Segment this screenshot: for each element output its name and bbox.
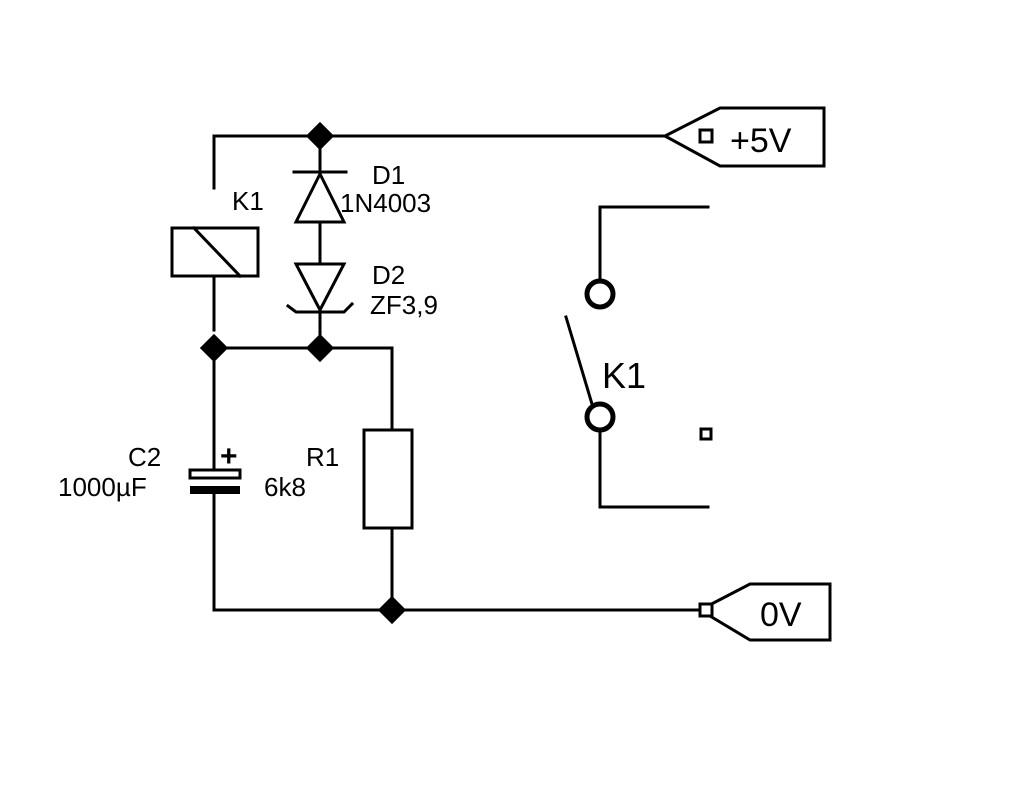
port-vcc: +5V: [661, 106, 826, 168]
resistor-r1-ref: R1: [306, 442, 339, 472]
relay-contact-top-wire: [598, 205, 710, 282]
diode-d1: D1 1N4003: [292, 160, 431, 224]
wire-top-rail: [212, 134, 667, 190]
relay-contact-k1: K1: [564, 205, 713, 509]
capacitor-c2-polarity: +: [220, 440, 238, 473]
port-vcc-label: +5V: [730, 122, 792, 160]
junction-bottom: [377, 595, 407, 625]
relay-contact-switch-arm: [564, 315, 594, 406]
zener-d2-triangle: [293, 262, 347, 314]
wire-cap-bottom: [212, 490, 702, 612]
capacitor-c2-value: 1000µF: [58, 472, 147, 502]
port-vcc-flag: [661, 106, 826, 168]
zener-d2: D2 ZF3,9: [285, 260, 438, 320]
junction-top: [305, 121, 335, 151]
relay-contact-top-terminal: [584, 278, 616, 310]
relay-contact-bottom-wire: [598, 430, 710, 509]
relay-coil-slash: [191, 225, 243, 279]
junction-mid-left: [199, 333, 229, 363]
diode-d1-value: 1N4003: [340, 188, 431, 218]
capacitor-c2: + C2 1000µF: [58, 440, 242, 502]
capacitor-c2-ref: C2: [128, 442, 161, 472]
diode-d1-triangle: [293, 170, 347, 224]
resistor-r1-body: [362, 428, 414, 530]
port-gnd-flag: [696, 582, 832, 642]
port-gnd-label: 0V: [760, 596, 802, 634]
capacitor-c2-plate-bottom: [190, 486, 240, 494]
relay-coil-ref: K1: [232, 186, 264, 216]
wire-mid-rail: [212, 346, 394, 432]
port-vcc-pin: [698, 128, 714, 144]
relay-contact-pin: [699, 427, 713, 441]
resistor-r1: R1 6k8: [264, 428, 414, 530]
junction-mid-right: [305, 333, 335, 363]
zener-d2-value: ZF3,9: [370, 290, 438, 320]
port-gnd: 0V: [696, 582, 832, 642]
resistor-r1-value: 6k8: [264, 472, 306, 502]
relay-coil-k1: K1: [170, 186, 264, 279]
relay-contact-ref: K1: [602, 355, 646, 396]
diode-d1-ref: D1: [372, 160, 405, 190]
port-gnd-pin: [698, 602, 714, 618]
zener-d2-ref: D2: [372, 260, 405, 290]
relay-contact-bottom-terminal: [584, 401, 616, 433]
zener-d2-bar: [285, 301, 355, 314]
capacitor-c2-plate-top: [188, 468, 242, 480]
